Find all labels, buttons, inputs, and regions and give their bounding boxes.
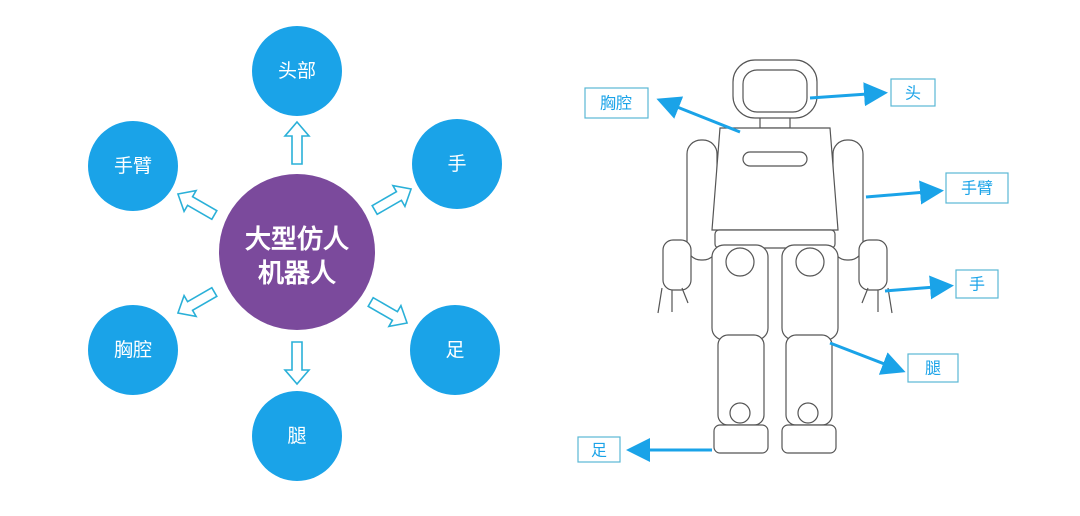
label-arm: 手臂 [945, 172, 1009, 204]
arrow-downleft [176, 286, 218, 318]
node-head-label: 头部 [278, 60, 316, 82]
label-leg-text: 腿 [925, 359, 941, 378]
node-foot-label: 足 [445, 339, 464, 361]
hollow-arrows [176, 120, 413, 386]
arrow-arm [865, 180, 944, 205]
node-head: 头部 [252, 26, 342, 116]
pointer-arrows [626, 82, 954, 462]
node-arm: 手臂 [88, 121, 178, 211]
arrow-chest [656, 96, 741, 134]
label-chest: 胸腔 [584, 87, 649, 119]
label-arm-text: 手臂 [961, 179, 993, 198]
label-leg: 腿 [907, 353, 959, 383]
label-chest-text: 胸腔 [600, 94, 632, 113]
arrow-up [283, 120, 311, 165]
robot-illustration [657, 59, 893, 454]
node-foot: 足 [410, 305, 500, 395]
center-node: 大型仿人 机器人 [219, 174, 375, 330]
arrow-hand [884, 275, 954, 300]
arrow-head [809, 82, 888, 107]
center-line1: 大型仿人 [245, 224, 349, 255]
arrow-upright [371, 184, 413, 216]
arrow-leg [829, 341, 906, 375]
label-hand: 手 [955, 269, 999, 299]
label-head: 头 [890, 78, 936, 107]
node-chest-label: 胸腔 [114, 339, 152, 361]
node-leg-label: 腿 [287, 425, 306, 447]
node-leg: 腿 [252, 391, 342, 481]
arrow-down [283, 341, 311, 386]
label-foot-text: 足 [591, 441, 607, 460]
node-hand: 手 [412, 119, 502, 209]
label-foot: 足 [577, 436, 621, 463]
arrow-upleft [176, 189, 218, 221]
arrow-downright [367, 296, 409, 328]
node-hand-label: 手 [447, 153, 466, 175]
node-arm-label: 手臂 [114, 155, 152, 177]
label-head-text: 头 [905, 84, 921, 103]
label-hand-text: 手 [969, 275, 985, 294]
node-chest: 胸腔 [88, 305, 178, 395]
center-line2: 机器人 [258, 259, 336, 289]
